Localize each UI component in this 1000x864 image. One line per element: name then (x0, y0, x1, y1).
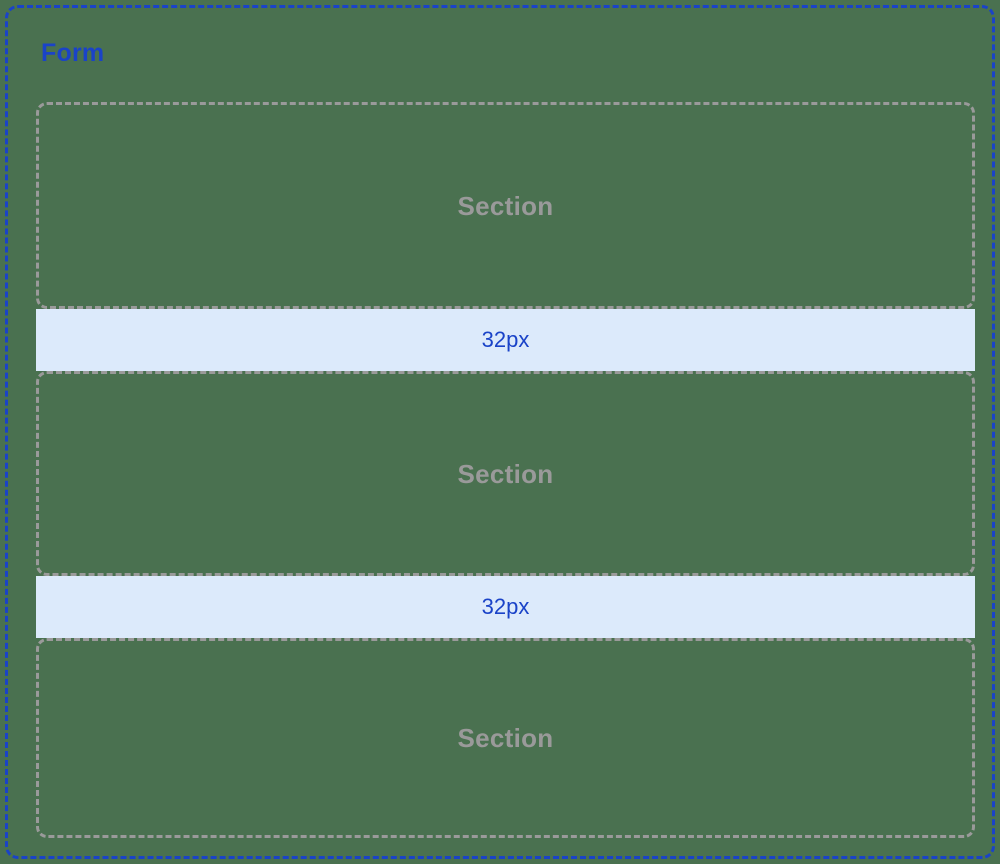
section-stack: Section 32px Section 32px Section (36, 102, 975, 843)
spacer-measurement-label: 32px (481, 594, 530, 619)
section-label: Section (457, 458, 554, 489)
spacer-measurement-label: 32px (481, 327, 530, 352)
section-box-2: Section (36, 371, 975, 576)
section-label: Section (457, 190, 554, 221)
section-box-3: Section (36, 638, 975, 838)
section-box-1: Section (36, 102, 975, 309)
spacer-band-1: 32px (36, 309, 975, 371)
spacer-band-2: 32px (36, 576, 975, 638)
form-title: Form (41, 39, 105, 67)
section-label: Section (457, 723, 554, 753)
form-container: Form Section 32px Section 32px Section (5, 5, 995, 859)
